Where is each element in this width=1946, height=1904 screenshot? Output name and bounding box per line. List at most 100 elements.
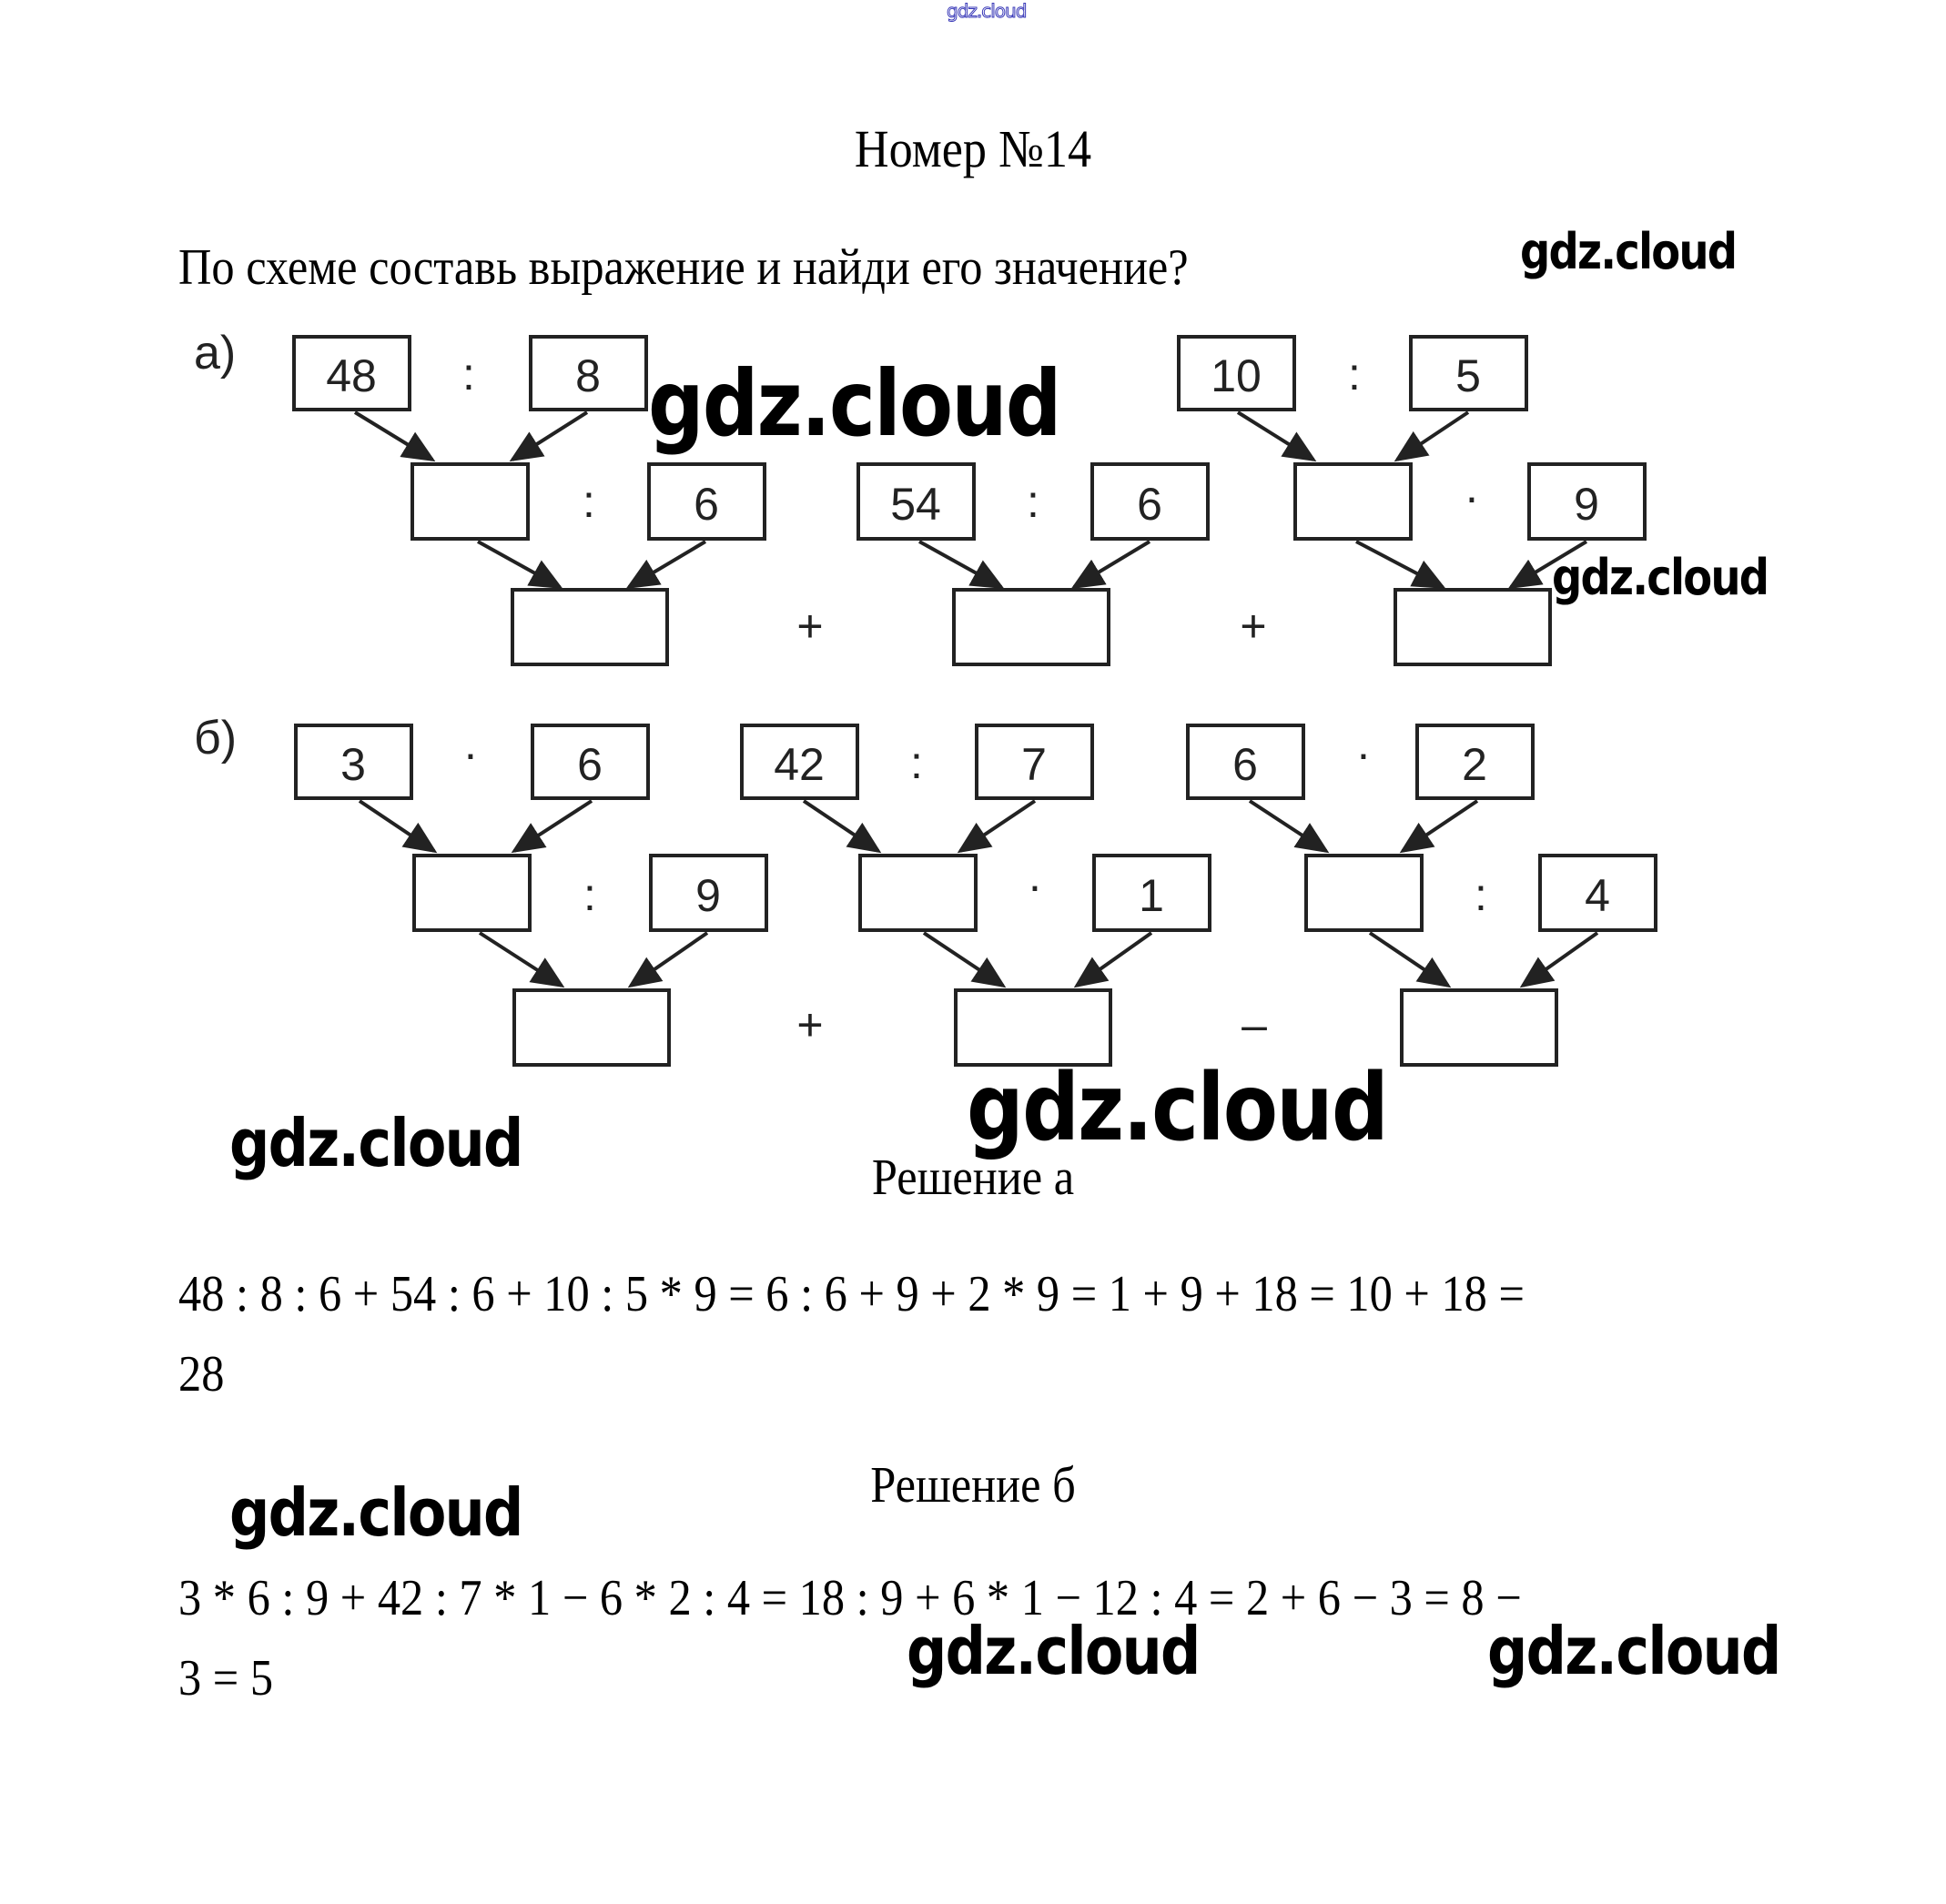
op-a-top1: :	[462, 349, 475, 400]
box-a-mid1-right-value: 6	[694, 479, 719, 530]
op-a-mid3: ·	[1465, 471, 1480, 522]
op-a-bottom2: +	[1240, 601, 1266, 652]
op-b-bottom1: +	[796, 999, 823, 1050]
arrow	[918, 540, 1005, 589]
op-a-top2: :	[1348, 349, 1361, 400]
box-a-bottom1	[511, 588, 669, 666]
arrow	[1507, 540, 1588, 590]
box-b-bottom3	[1400, 988, 1558, 1067]
watermark: gdz.cloud	[967, 1054, 1389, 1162]
box-b-top3-right-value: 2	[1462, 739, 1487, 790]
box-a-mid1-left	[410, 462, 530, 541]
box-a-top1-right	[529, 335, 648, 411]
arrow	[1073, 931, 1153, 988]
box-a-top1-left-value: 48	[326, 350, 377, 401]
arrow	[627, 931, 709, 988]
op-b-top1: ·	[463, 728, 479, 779]
solution-a-heading: Решение а	[871, 1149, 1075, 1206]
arrow	[957, 799, 1037, 854]
box-a-top1-left	[292, 335, 411, 411]
box-b-top3-right	[1415, 724, 1535, 800]
watermark-top: gdz.cloud	[946, 0, 1027, 23]
box-a-top2-right-value: 5	[1455, 350, 1481, 401]
watermark: gdz.cloud	[1552, 549, 1769, 606]
box-b-top2-left-value: 42	[774, 739, 825, 790]
box-a-mid2-right-value: 6	[1137, 479, 1162, 530]
box-a-mid1-right	[647, 462, 766, 541]
watermark: gdz.cloud	[229, 1474, 523, 1551]
box-b-mid1-right	[649, 854, 768, 932]
solution-a-line1: 48 : 8 : 6 + 54 : 6 + 10 : 5 * 9 = 6 : 6…	[178, 1266, 1525, 1322]
solution-b-line2: 3 = 5	[178, 1650, 274, 1707]
arrow	[922, 931, 1007, 988]
box-b-mid3-left	[1304, 854, 1424, 932]
op-b-top2: :	[910, 737, 923, 788]
box-b-mid2-right	[1092, 854, 1211, 932]
box-a-bottom3	[1394, 588, 1552, 666]
box-a-mid3-left	[1293, 462, 1413, 541]
arrow	[1519, 931, 1599, 988]
op-b-top3: ·	[1356, 728, 1372, 779]
box-b-top3-left	[1186, 724, 1305, 800]
arrow	[1236, 410, 1317, 462]
box-b-bottom2	[954, 988, 1112, 1067]
box-a-bottom2	[952, 588, 1110, 666]
watermark: gdz.cloud	[907, 1613, 1201, 1689]
box-a-mid3-right	[1527, 462, 1647, 541]
arrow	[509, 410, 589, 462]
arrow	[1355, 540, 1446, 589]
arrow	[511, 799, 593, 854]
op-b-bottom2: –	[1242, 999, 1267, 1050]
box-b-mid2-left	[858, 854, 978, 932]
op-a-bottom1: +	[796, 601, 823, 652]
arrow	[353, 410, 436, 462]
part-b: б) 3 · 6 42 : 7 6 · 2 : 9 · 1 :	[194, 712, 1657, 1067]
arrow	[1399, 799, 1479, 854]
box-b-top2-left	[740, 724, 859, 800]
box-b-bottom1	[512, 988, 671, 1067]
box-b-top3-left-value: 6	[1232, 739, 1258, 790]
box-b-mid2-right-value: 1	[1139, 870, 1164, 921]
arrow	[358, 799, 438, 854]
arrow	[625, 540, 707, 590]
question-text: По схеме составь выражение и найди его з…	[178, 239, 1189, 296]
op-b-mid3: :	[1475, 869, 1487, 920]
box-b-top2-right	[975, 724, 1094, 800]
op-a-mid2: :	[1027, 476, 1039, 527]
arrow	[478, 931, 565, 988]
box-b-mid1-left	[412, 854, 532, 932]
box-b-top1-left-value: 3	[340, 739, 366, 790]
part-b-label: б)	[194, 712, 237, 765]
op-a-mid1: :	[583, 476, 595, 527]
box-b-top1-right	[531, 724, 650, 800]
op-b-mid2: ·	[1028, 860, 1043, 911]
solution-a-line2: 28	[178, 1346, 225, 1403]
box-a-mid3-right-value: 9	[1574, 479, 1599, 530]
part-a: а) 48 : 8 10 : 5 : 6 54 : 6 · 9	[194, 327, 1647, 666]
page-title: Номер №14	[854, 119, 1092, 178]
solution-b-line1: 3 * 6 : 9 + 42 : 7 * 1 − 6 * 2 : 4 = 18 …	[178, 1570, 1522, 1626]
op-b-mid1: :	[583, 869, 596, 920]
box-a-top1-right-value: 8	[575, 350, 601, 401]
box-b-mid3-right	[1538, 854, 1657, 932]
arrow	[1070, 540, 1151, 590]
watermark: gdz.cloud	[229, 1105, 523, 1181]
arrow	[1394, 410, 1470, 462]
box-b-top2-right-value: 7	[1021, 739, 1047, 790]
box-a-mid2-left	[856, 462, 976, 541]
arrow	[1368, 931, 1452, 988]
part-a-label: а)	[194, 327, 236, 380]
box-a-top2-left	[1177, 335, 1296, 411]
watermark: gdz.cloud	[1520, 223, 1738, 280]
box-b-mid3-right-value: 4	[1585, 870, 1610, 921]
box-b-top1-right-value: 6	[577, 739, 603, 790]
box-a-mid2-right	[1090, 462, 1210, 541]
arrow	[802, 799, 882, 854]
box-a-mid2-left-value: 54	[890, 479, 941, 530]
arrow	[477, 540, 563, 589]
watermark: gdz.cloud	[648, 350, 1061, 457]
solution-b-heading: Решение б	[870, 1457, 1076, 1514]
box-a-top2-right	[1409, 335, 1528, 411]
box-b-top1-left	[294, 724, 413, 800]
scheme-diagram: а) 48 : 8 10 : 5 : 6 54 : 6 · 9	[194, 327, 1657, 1067]
